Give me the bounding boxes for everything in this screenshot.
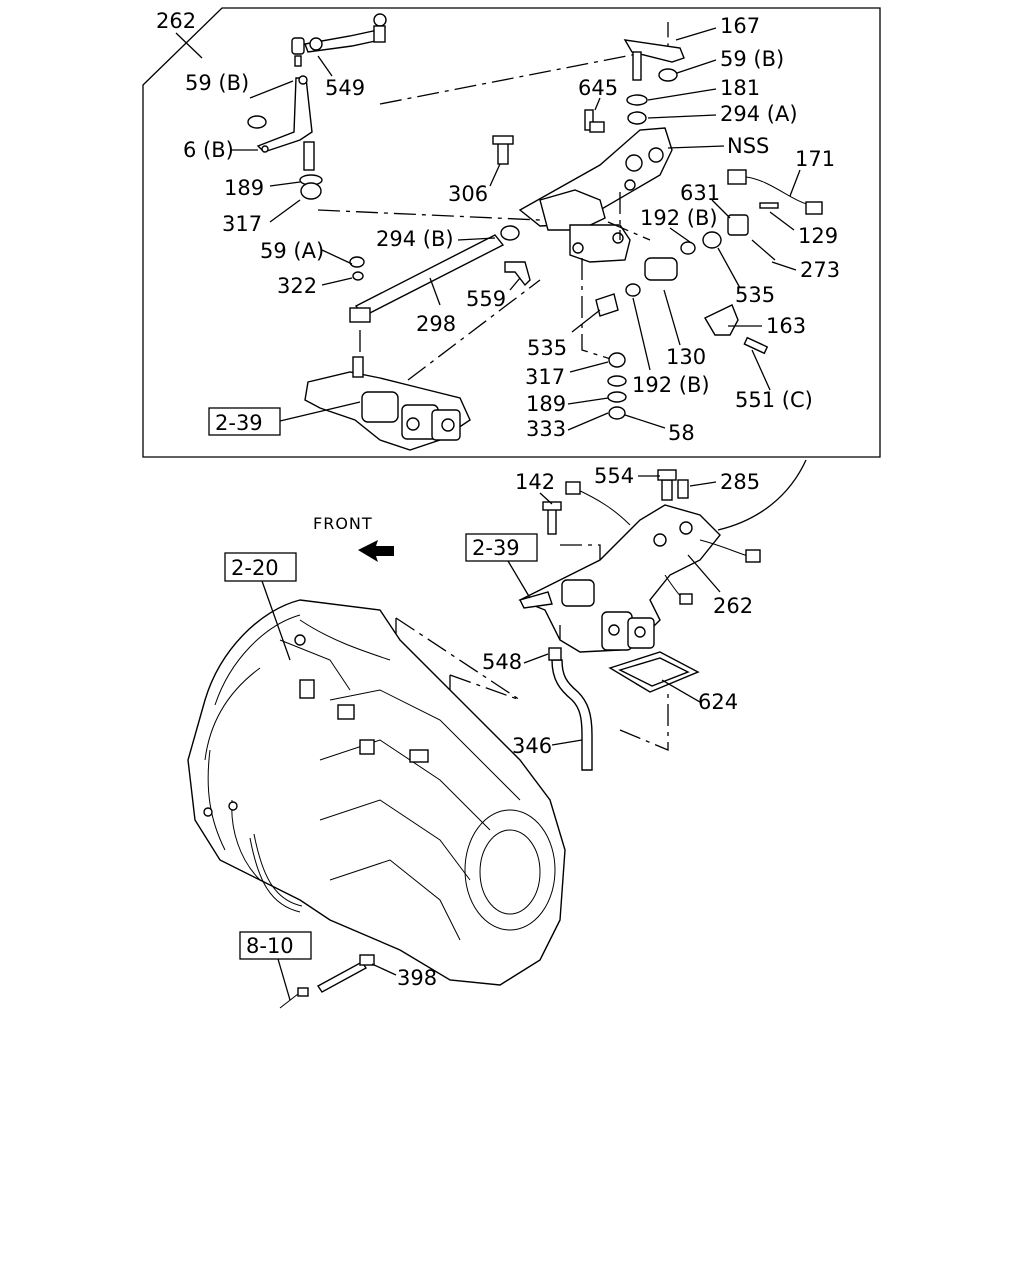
label-624: 624 — [698, 690, 738, 714]
label-554: 554 — [594, 464, 634, 488]
label-192b-top: 192 (B) — [640, 206, 718, 230]
label-398: 398 — [397, 966, 437, 990]
label-645: 645 — [578, 76, 618, 100]
inset-callout-262: 262 — [156, 9, 196, 33]
hose-346 — [548, 647, 593, 771]
svg-text:8-10: 8-10 — [246, 934, 294, 958]
sensor-398 — [279, 954, 375, 1009]
label-nss: NSS — [727, 134, 769, 158]
label-192b-bottom: 192 (B) — [632, 373, 710, 397]
label-181: 181 — [720, 76, 760, 100]
ref-box-2-20: 2-20 — [224, 552, 297, 661]
label-631: 631 — [680, 181, 720, 205]
label-346: 346 — [512, 734, 552, 758]
label-273: 273 — [800, 258, 840, 282]
spring-stack — [595, 293, 627, 420]
inset-frame — [142, 7, 881, 458]
shift-housing — [492, 127, 673, 263]
plate-624 — [608, 651, 700, 693]
label-306: 306 — [448, 182, 488, 206]
front-indicator: FRONT — [313, 514, 394, 562]
main-labels: 142 554 285 262 548 624 346 398 — [371, 464, 760, 990]
label-189-top: 189 — [224, 176, 264, 200]
label-317-top: 317 — [222, 212, 262, 236]
label-549: 549 — [325, 76, 365, 100]
svg-text:2-20: 2-20 — [231, 556, 279, 580]
label-551c: 551 (C) — [735, 388, 813, 412]
svg-text:FRONT: FRONT — [313, 514, 373, 533]
switch-171 — [727, 169, 823, 215]
transmission-case — [187, 599, 566, 986]
label-167: 167 — [720, 14, 760, 38]
inset-ref-2-39: 2-39 — [208, 401, 361, 436]
label-59b-right: 59 (B) — [720, 47, 784, 71]
label-548: 548 — [482, 650, 522, 674]
label-317-bottom: 317 — [525, 365, 565, 389]
label-262-main: 262 — [713, 594, 753, 618]
ref-box-8-10: 8-10 — [239, 931, 312, 1001]
svg-text:2-39: 2-39 — [472, 536, 520, 560]
label-535-right: 535 — [735, 283, 775, 307]
label-298: 298 — [416, 312, 456, 336]
label-322: 322 — [277, 274, 317, 298]
inset-labels: 167 59 (B) 181 294 (A) 645 549 59 (B) 6 … — [183, 14, 840, 445]
shift-rod-298 — [349, 225, 531, 323]
label-59a: 59 (A) — [260, 239, 324, 263]
ref-box-2-39-main: 2-39 — [465, 533, 538, 599]
shift-tower-main — [518, 469, 761, 653]
svg-text:2-39: 2-39 — [215, 411, 263, 435]
label-6b: 6 (B) — [183, 138, 234, 162]
shift-actuator-inset — [304, 356, 471, 451]
label-294b: 294 (B) — [376, 227, 454, 251]
label-59b-left: 59 (B) — [185, 71, 249, 95]
label-130: 130 — [666, 345, 706, 369]
label-294a: 294 (A) — [720, 102, 798, 126]
label-58: 58 — [668, 421, 695, 445]
label-559: 559 — [466, 287, 506, 311]
label-285: 285 — [720, 470, 760, 494]
inset-connector-arc — [717, 459, 807, 531]
shift-lever-small — [584, 39, 685, 133]
label-535-left: 535 — [527, 336, 567, 360]
label-333: 333 — [526, 417, 566, 441]
label-171: 171 — [795, 147, 835, 171]
label-163: 163 — [766, 314, 806, 338]
select-lever-assembly — [247, 13, 387, 200]
detent-parts — [625, 202, 779, 355]
label-189-bottom: 189 — [526, 392, 566, 416]
label-142: 142 — [515, 470, 555, 494]
label-129: 129 — [798, 224, 838, 248]
